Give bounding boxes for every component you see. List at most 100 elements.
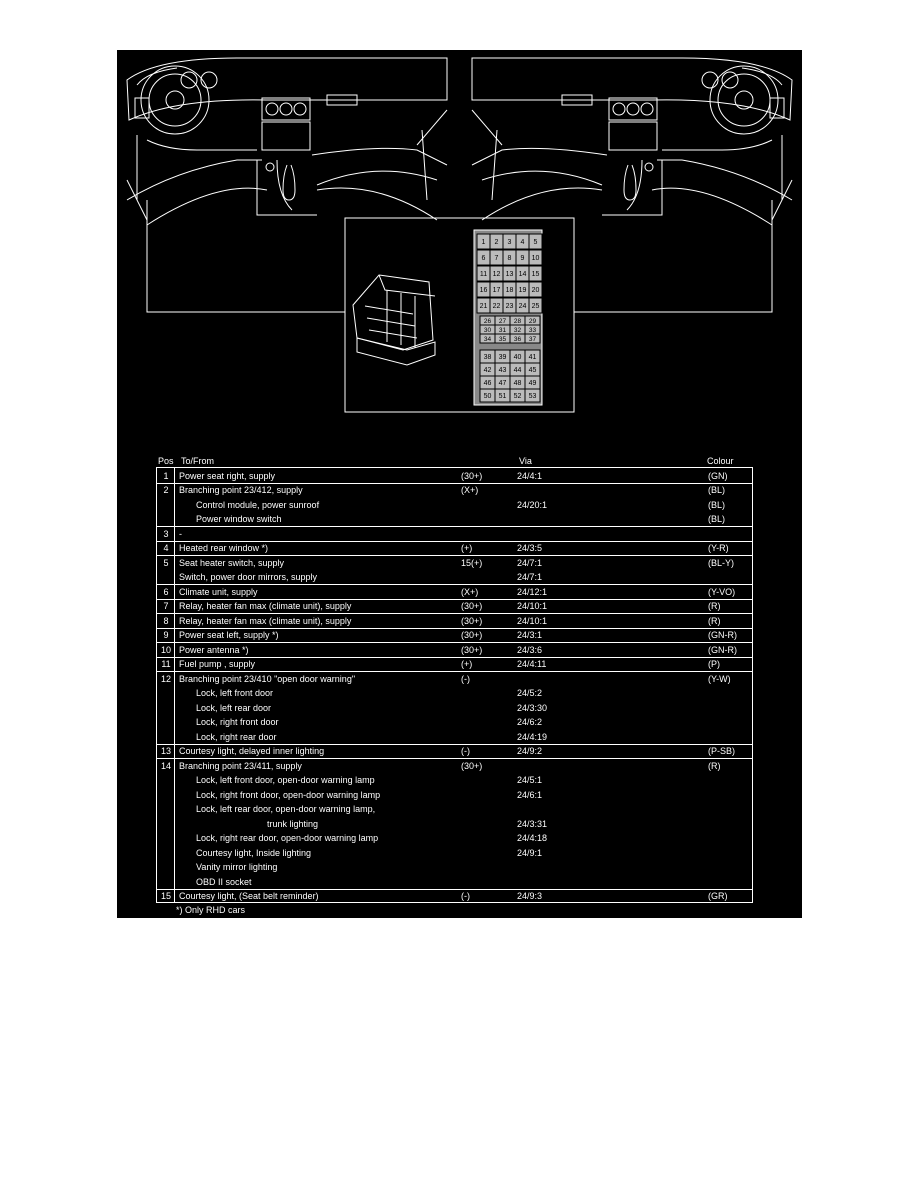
table-row: OBD II socket bbox=[157, 875, 752, 889]
table-row: Lock, right rear door, open-door warning… bbox=[157, 831, 752, 845]
row-separator bbox=[157, 743, 752, 745]
row-via: 24/3:30 bbox=[517, 702, 548, 713]
fuse-number: 15 bbox=[532, 271, 540, 278]
row-description: Relay, heater fan max (climate unit), su… bbox=[179, 615, 352, 626]
row-description: Courtesy light, delayed inner lighting bbox=[179, 746, 325, 756]
fuse-number: 3 bbox=[508, 239, 512, 246]
row-colour: (GN) bbox=[708, 470, 728, 481]
header-tofrom: To/From bbox=[181, 456, 215, 466]
row-via: 24/5:2 bbox=[517, 688, 543, 698]
row-via: 24/9:3 bbox=[517, 891, 543, 901]
header-pos: Pos bbox=[158, 456, 174, 466]
table-row: Lock, right front door, open-door warnin… bbox=[157, 788, 752, 802]
row-terminal: (+) bbox=[461, 543, 473, 553]
header-colour: Colour bbox=[707, 456, 734, 466]
row-description: OBD II socket bbox=[196, 876, 252, 887]
fuse-number: 48 bbox=[514, 380, 522, 387]
row-separator bbox=[157, 613, 752, 614]
row-separator bbox=[157, 758, 752, 759]
table-row: 8 Relay, heater fan max (climate unit), s… bbox=[157, 614, 752, 628]
row-pos: 3 bbox=[163, 528, 169, 539]
fuse-number: 28 bbox=[514, 318, 522, 325]
row-pos: 6 bbox=[163, 586, 169, 597]
fuse-number: 12 bbox=[493, 271, 501, 278]
row-pos: 13 bbox=[161, 746, 172, 756]
row-via: 24/3:6 bbox=[517, 644, 543, 655]
row-pos: 10 bbox=[161, 644, 172, 655]
fuse-number: 34 bbox=[484, 336, 492, 343]
row-via: 24/10:1 bbox=[517, 601, 548, 611]
row-description: Vanity mirror lighting bbox=[196, 862, 278, 872]
row-via: 24/4:11 bbox=[517, 659, 547, 669]
fuse-number: 30 bbox=[484, 327, 492, 334]
fuse-number: 13 bbox=[506, 271, 514, 278]
fuse-number: 17 bbox=[493, 287, 501, 294]
fusebox-drawing bbox=[352, 274, 436, 366]
row-description: Control module, power sunroof bbox=[196, 499, 320, 510]
row-terminal: (30+) bbox=[461, 601, 483, 611]
fuse-number: 11 bbox=[480, 271, 487, 278]
fuse-number: 39 bbox=[499, 354, 507, 361]
row-via: 24/4:18 bbox=[517, 833, 548, 843]
fuse-number: 37 bbox=[529, 336, 537, 343]
table-row: 13 Courtesy light, delayed inner lighting… bbox=[157, 744, 752, 758]
row-description: Lock, left front door, open-door warning… bbox=[196, 775, 375, 785]
row-description: Lock, left rear door bbox=[196, 702, 272, 713]
row-via: 24/6:1 bbox=[517, 789, 543, 800]
row-colour: (R) bbox=[708, 615, 721, 626]
fuse-number: 29 bbox=[529, 318, 537, 325]
row-pos: 11 bbox=[161, 659, 171, 669]
fuse-number: 16 bbox=[480, 287, 488, 294]
row-description: Switch, power door mirrors, supply bbox=[179, 572, 318, 582]
fuse-number: 51 bbox=[499, 393, 507, 400]
fuse-number: 36 bbox=[514, 336, 522, 343]
fuse-number: 32 bbox=[514, 327, 522, 334]
row-via: 24/6:2 bbox=[517, 717, 543, 727]
fuse-number: 41 bbox=[529, 354, 537, 361]
fuse-number: 22 bbox=[493, 303, 501, 310]
table-row: Lock, left rear door, open-door warning … bbox=[157, 802, 752, 816]
row-description: Power seat left, supply *) bbox=[179, 630, 279, 640]
fuse-number: 10 bbox=[532, 255, 540, 262]
table-header: Pos To/From Via Colour bbox=[117, 454, 802, 468]
fuse-number: 35 bbox=[499, 336, 507, 343]
row-colour: (R) bbox=[708, 601, 721, 611]
row-terminal: (30+) bbox=[461, 760, 483, 771]
fuse-number: 52 bbox=[514, 393, 522, 400]
row-colour: (P-SB) bbox=[708, 746, 735, 756]
row-colour: (BL) bbox=[708, 514, 726, 524]
row-description: Branching point 23/411, supply bbox=[179, 760, 302, 771]
row-terminal: (X+) bbox=[461, 485, 479, 495]
fuse-cell bbox=[528, 233, 543, 250]
row-pos: 8 bbox=[163, 615, 169, 626]
fuse-number: 6 bbox=[482, 255, 486, 262]
row-pos: 2 bbox=[163, 485, 169, 495]
row-colour: (Y-VO) bbox=[708, 586, 736, 597]
row-separator bbox=[157, 598, 752, 600]
row-description: Fuel pump , supply bbox=[179, 659, 256, 669]
fuse-number: 46 bbox=[484, 380, 492, 387]
row-terminal: (+) bbox=[461, 659, 473, 669]
rhd-dashboard-drawing bbox=[471, 57, 793, 313]
fuse-cell bbox=[528, 265, 543, 282]
row-separator bbox=[157, 555, 752, 556]
row-terminal: (30+) bbox=[461, 630, 483, 640]
row-description: Lock, right rear door bbox=[196, 731, 277, 742]
fuse-number: 45 bbox=[529, 367, 537, 374]
